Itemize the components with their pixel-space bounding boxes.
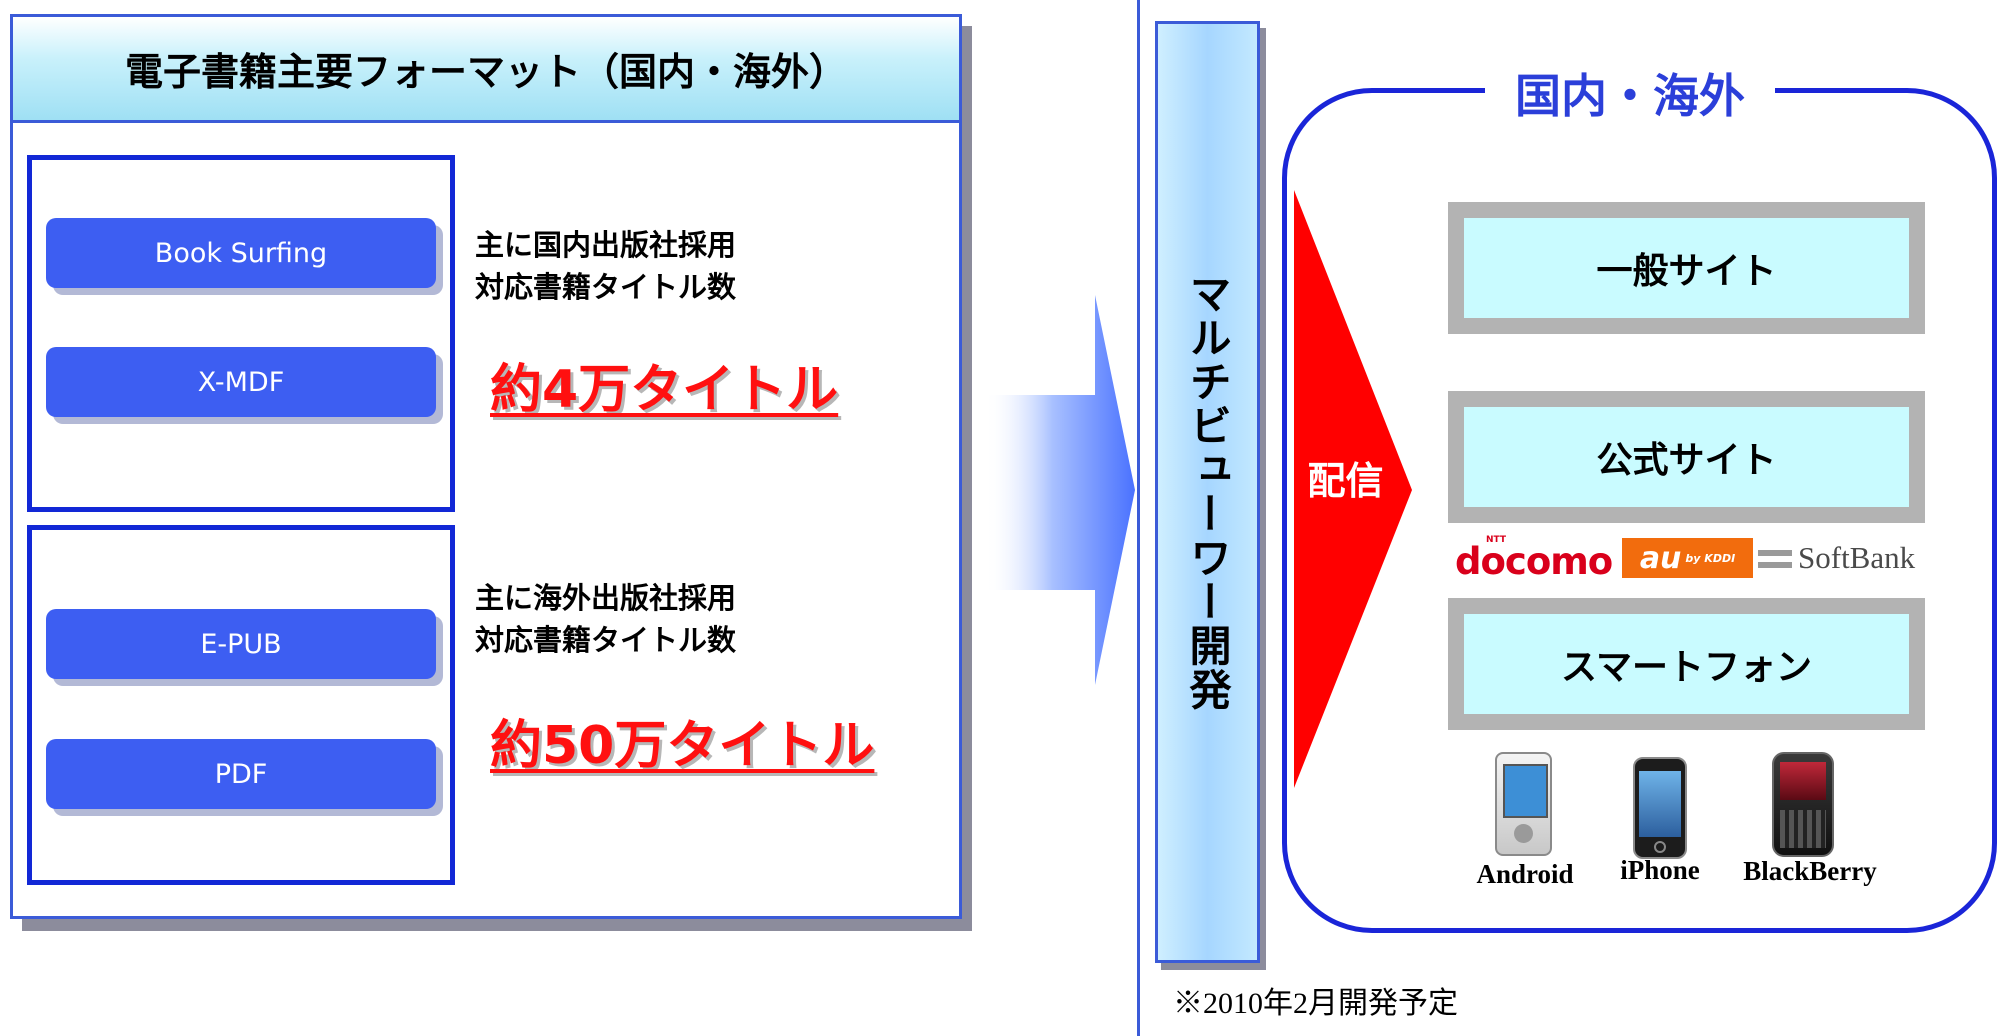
format-pdf[interactable]: PDF	[46, 739, 436, 809]
format-x-mdf[interactable]: X-MDF	[46, 347, 436, 417]
delivery-label: 配信	[1307, 459, 1384, 503]
domestic-desc-line1: 主に国内出版社採用	[475, 228, 737, 262]
multiviewer-bar: マルチビューワー開発	[1155, 21, 1260, 963]
iphone-icon	[1633, 757, 1687, 859]
delivery-arrow-icon	[1294, 190, 1412, 788]
overseas-format-group	[27, 525, 455, 885]
format-e-pub[interactable]: E-PUB	[46, 609, 436, 679]
format-book-surfing[interactable]: Book Surfing	[46, 218, 436, 288]
site-general[interactable]: 一般サイト	[1448, 202, 1925, 334]
domestic-desc-line2: 対応書籍タイトル数	[475, 270, 737, 304]
device-label-blackberry: BlackBerry	[1743, 856, 1877, 886]
overseas-description: 主に海外出版社採用 対応書籍タイトル数	[475, 577, 736, 661]
docomo-logo: NTT docomo	[1455, 530, 1615, 585]
domestic-description: 主に国内出版社採用 対応書籍タイトル数	[475, 224, 736, 308]
softbank-stripes-icon-2	[1758, 562, 1792, 568]
au-kddi-label: by KDDI	[1685, 551, 1736, 565]
region-title: 国内・海外	[1485, 58, 1775, 128]
device-label-android: Android	[1476, 859, 1574, 889]
docomo-wordmark: docomo	[1455, 540, 1613, 583]
site-smartphone[interactable]: スマートフォン	[1448, 598, 1925, 730]
domestic-title-count: 約4万タイトル	[490, 360, 839, 420]
docomo-ntt-label: NTT	[1486, 535, 1507, 545]
device-label-iphone: iPhone	[1620, 855, 1700, 885]
au-wordmark: au	[1639, 540, 1682, 576]
blackberry-icon	[1772, 752, 1834, 857]
format-panel-title: 電子書籍主要フォーマット（国内・海外）	[10, 14, 962, 123]
android-phone-icon	[1495, 752, 1552, 856]
au-logo: au by KDDI	[1622, 538, 1753, 578]
multiviewer-label: マルチビューワー開発	[1183, 272, 1232, 712]
right-arrow-icon	[985, 295, 1135, 685]
softbank-logo: SoftBank	[1758, 538, 1938, 578]
overseas-desc-line1: 主に海外出版社採用	[475, 581, 737, 615]
delivery-panel-frame	[1137, 0, 1997, 1036]
overseas-desc-line2: 対応書籍タイトル数	[475, 623, 737, 657]
site-official[interactable]: 公式サイト	[1448, 391, 1925, 523]
overseas-title-count: 約50万タイトル	[490, 716, 875, 776]
softbank-stripes-icon	[1758, 550, 1792, 556]
domestic-format-group	[27, 155, 455, 512]
development-note: ※2010年2月開発予定	[1173, 987, 1458, 1020]
softbank-wordmark: SoftBank	[1798, 540, 1916, 575]
